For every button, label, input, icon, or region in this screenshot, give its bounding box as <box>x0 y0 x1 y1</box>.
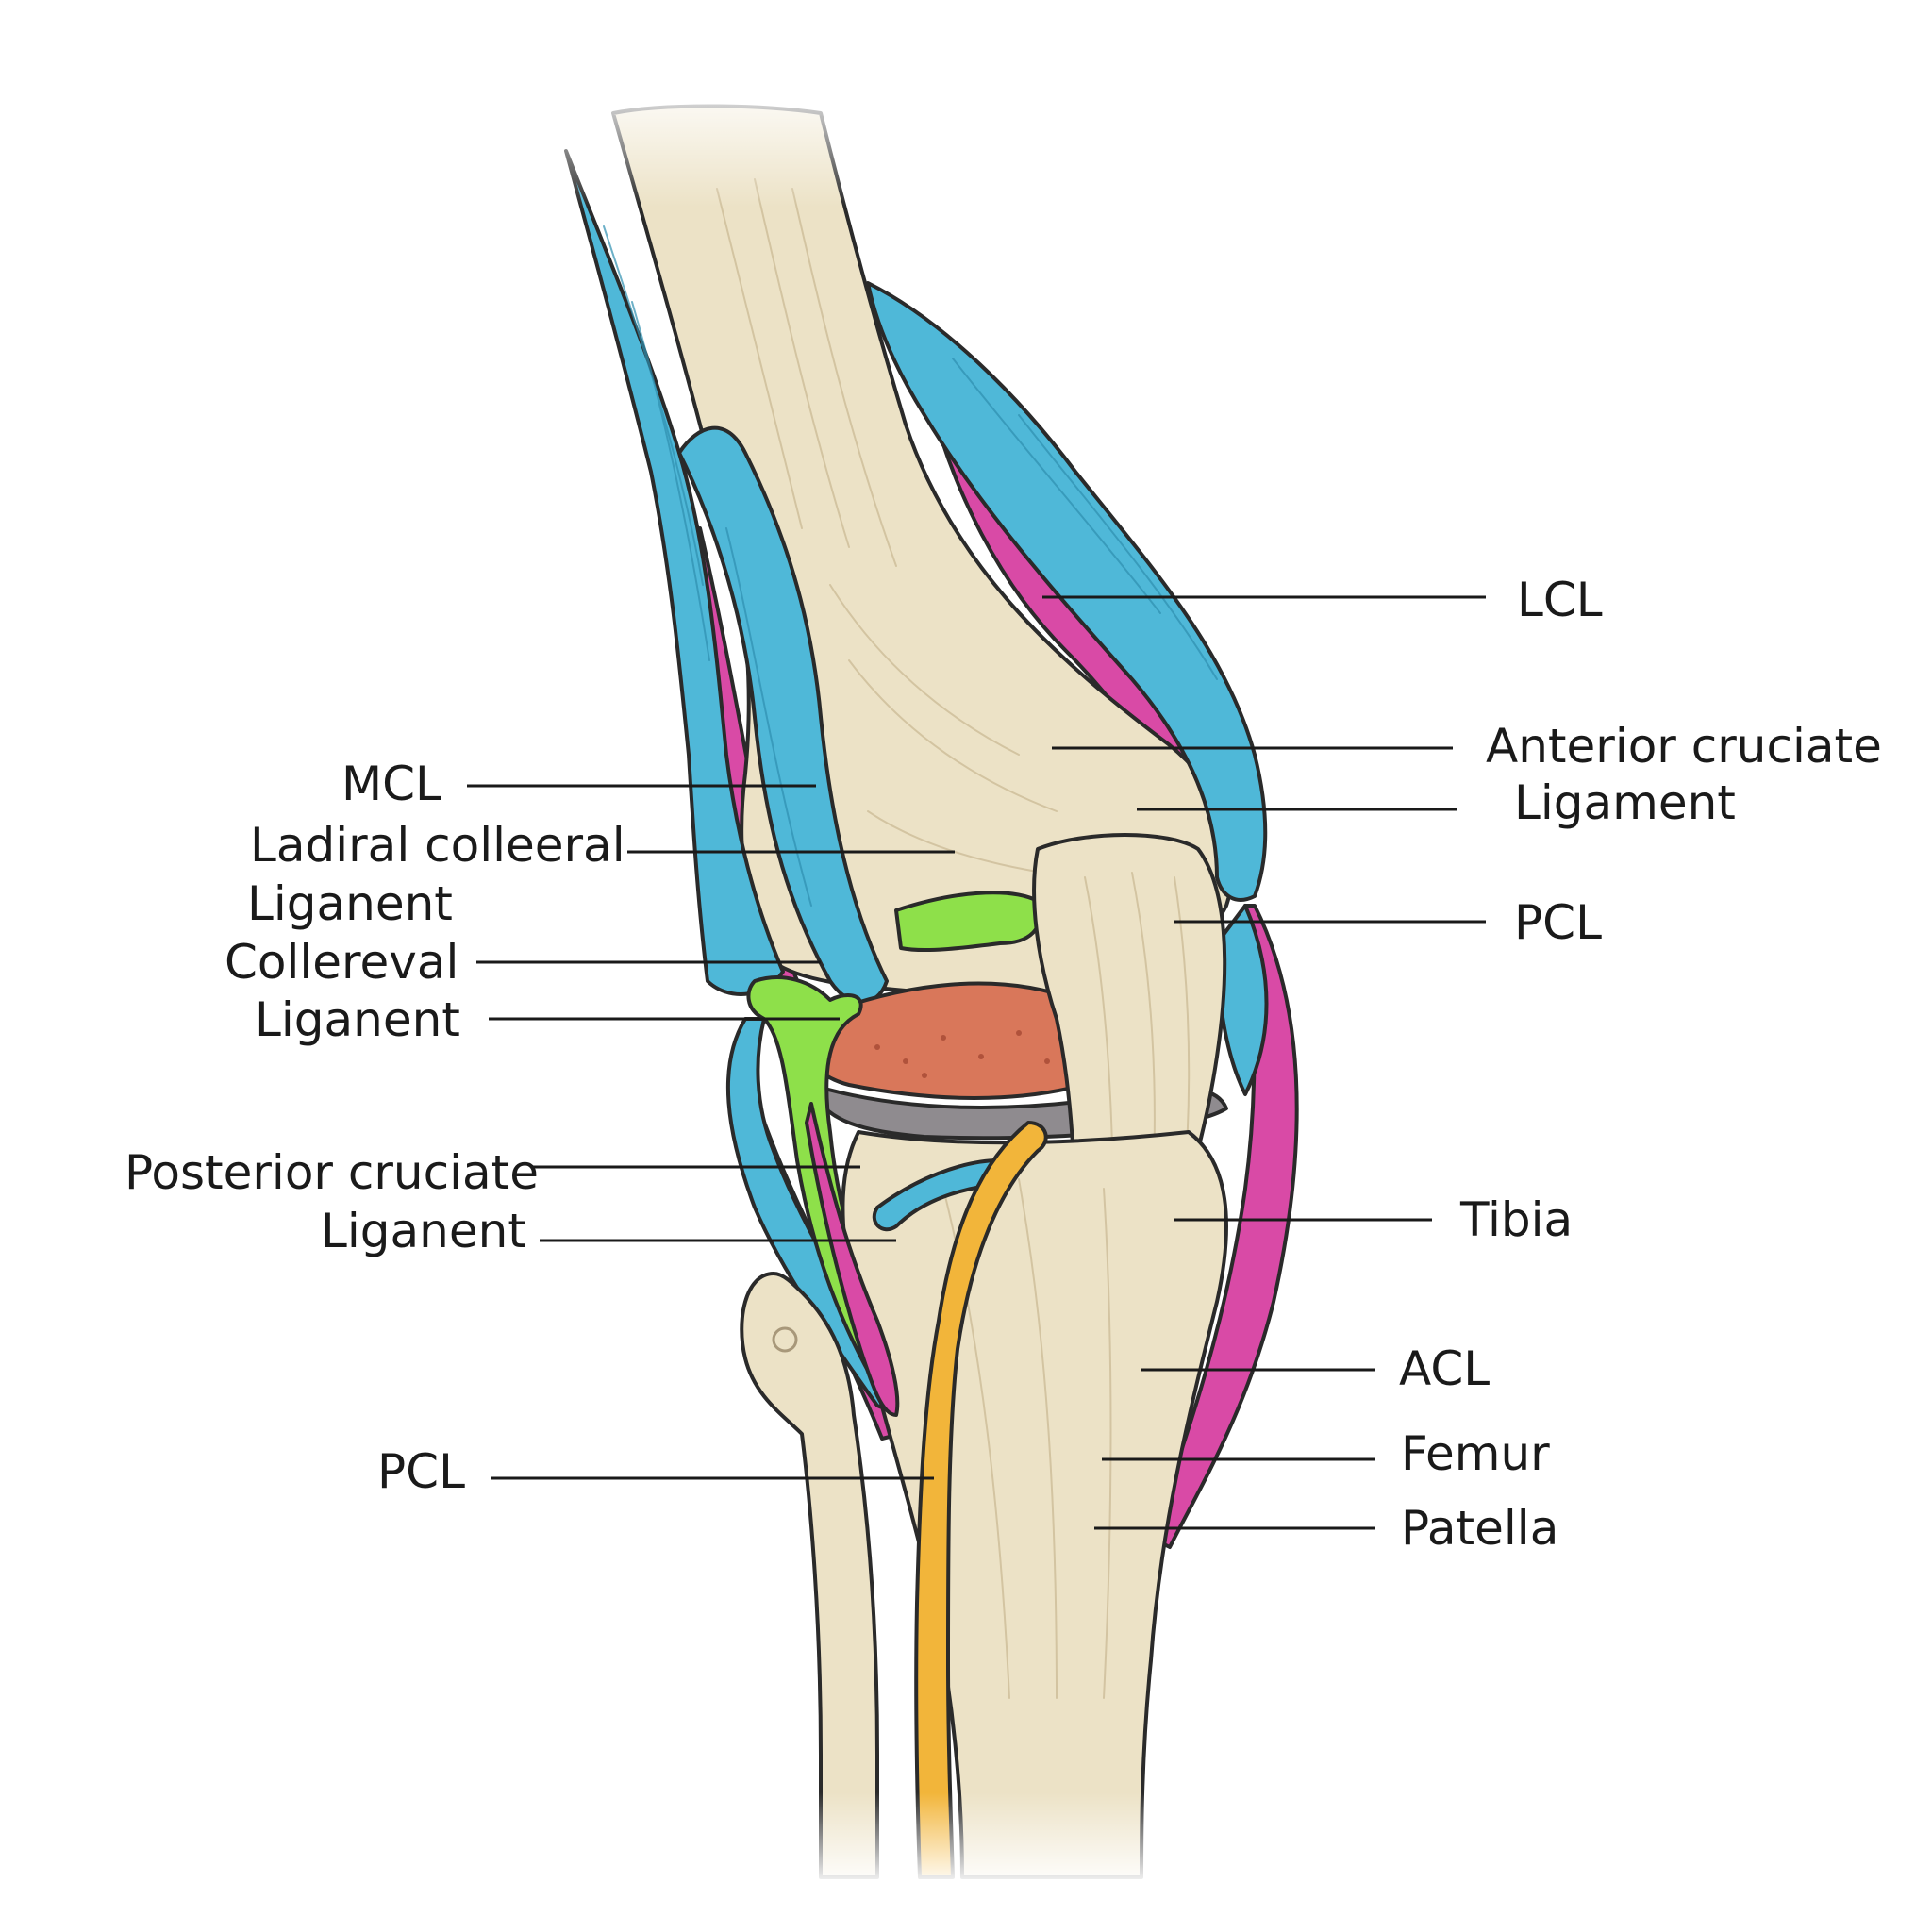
leaders-left <box>467 784 955 1480</box>
label-lcl: LCL <box>1517 573 1603 627</box>
label-liganent-2: Liganent <box>255 992 460 1047</box>
tibia-bone <box>841 1130 1228 1879</box>
labels-right: LCL Anterior cruciate Ligament PCL Tibia… <box>1399 573 1882 1556</box>
muscle-blue-right <box>866 281 1268 902</box>
muscle-magenta-strip <box>805 1102 900 1417</box>
label-femur: Femur <box>1401 1426 1550 1481</box>
leaders-right <box>1042 595 1486 1530</box>
label-patella: Patella <box>1401 1501 1558 1556</box>
meniscus-texture <box>874 1030 1088 1078</box>
label-mcl: MCL <box>341 757 441 811</box>
fade-bottom <box>660 1792 1226 1887</box>
fade-top <box>528 75 924 208</box>
label-ladiral-colleeral: Ladiral colleeral <box>250 818 625 873</box>
label-posterior-cruciate: Posterior cruciate <box>125 1145 539 1200</box>
femur-texture <box>716 178 1076 878</box>
label-anterior-cruciate: Anterior cruciate <box>1486 719 1882 774</box>
label-tibia: Tibia <box>1459 1192 1573 1247</box>
label-collereval: Collereval <box>225 935 458 990</box>
label-pcl-left: PCL <box>377 1444 465 1499</box>
muscle-fibers <box>603 225 1218 907</box>
label-pcl-right: PCL <box>1514 895 1602 950</box>
fibula-head-marking <box>772 1326 798 1353</box>
label-acl: ACL <box>1399 1341 1490 1396</box>
muscle-blue-left-inner <box>677 425 889 1005</box>
label-ligament: Ligament <box>1514 775 1736 830</box>
labels-left: MCL Ladiral colleeral Liganent Collereva… <box>125 757 625 1499</box>
label-liganent-3: Liganent <box>321 1204 526 1258</box>
label-liganent-1: Liganent <box>247 876 453 931</box>
